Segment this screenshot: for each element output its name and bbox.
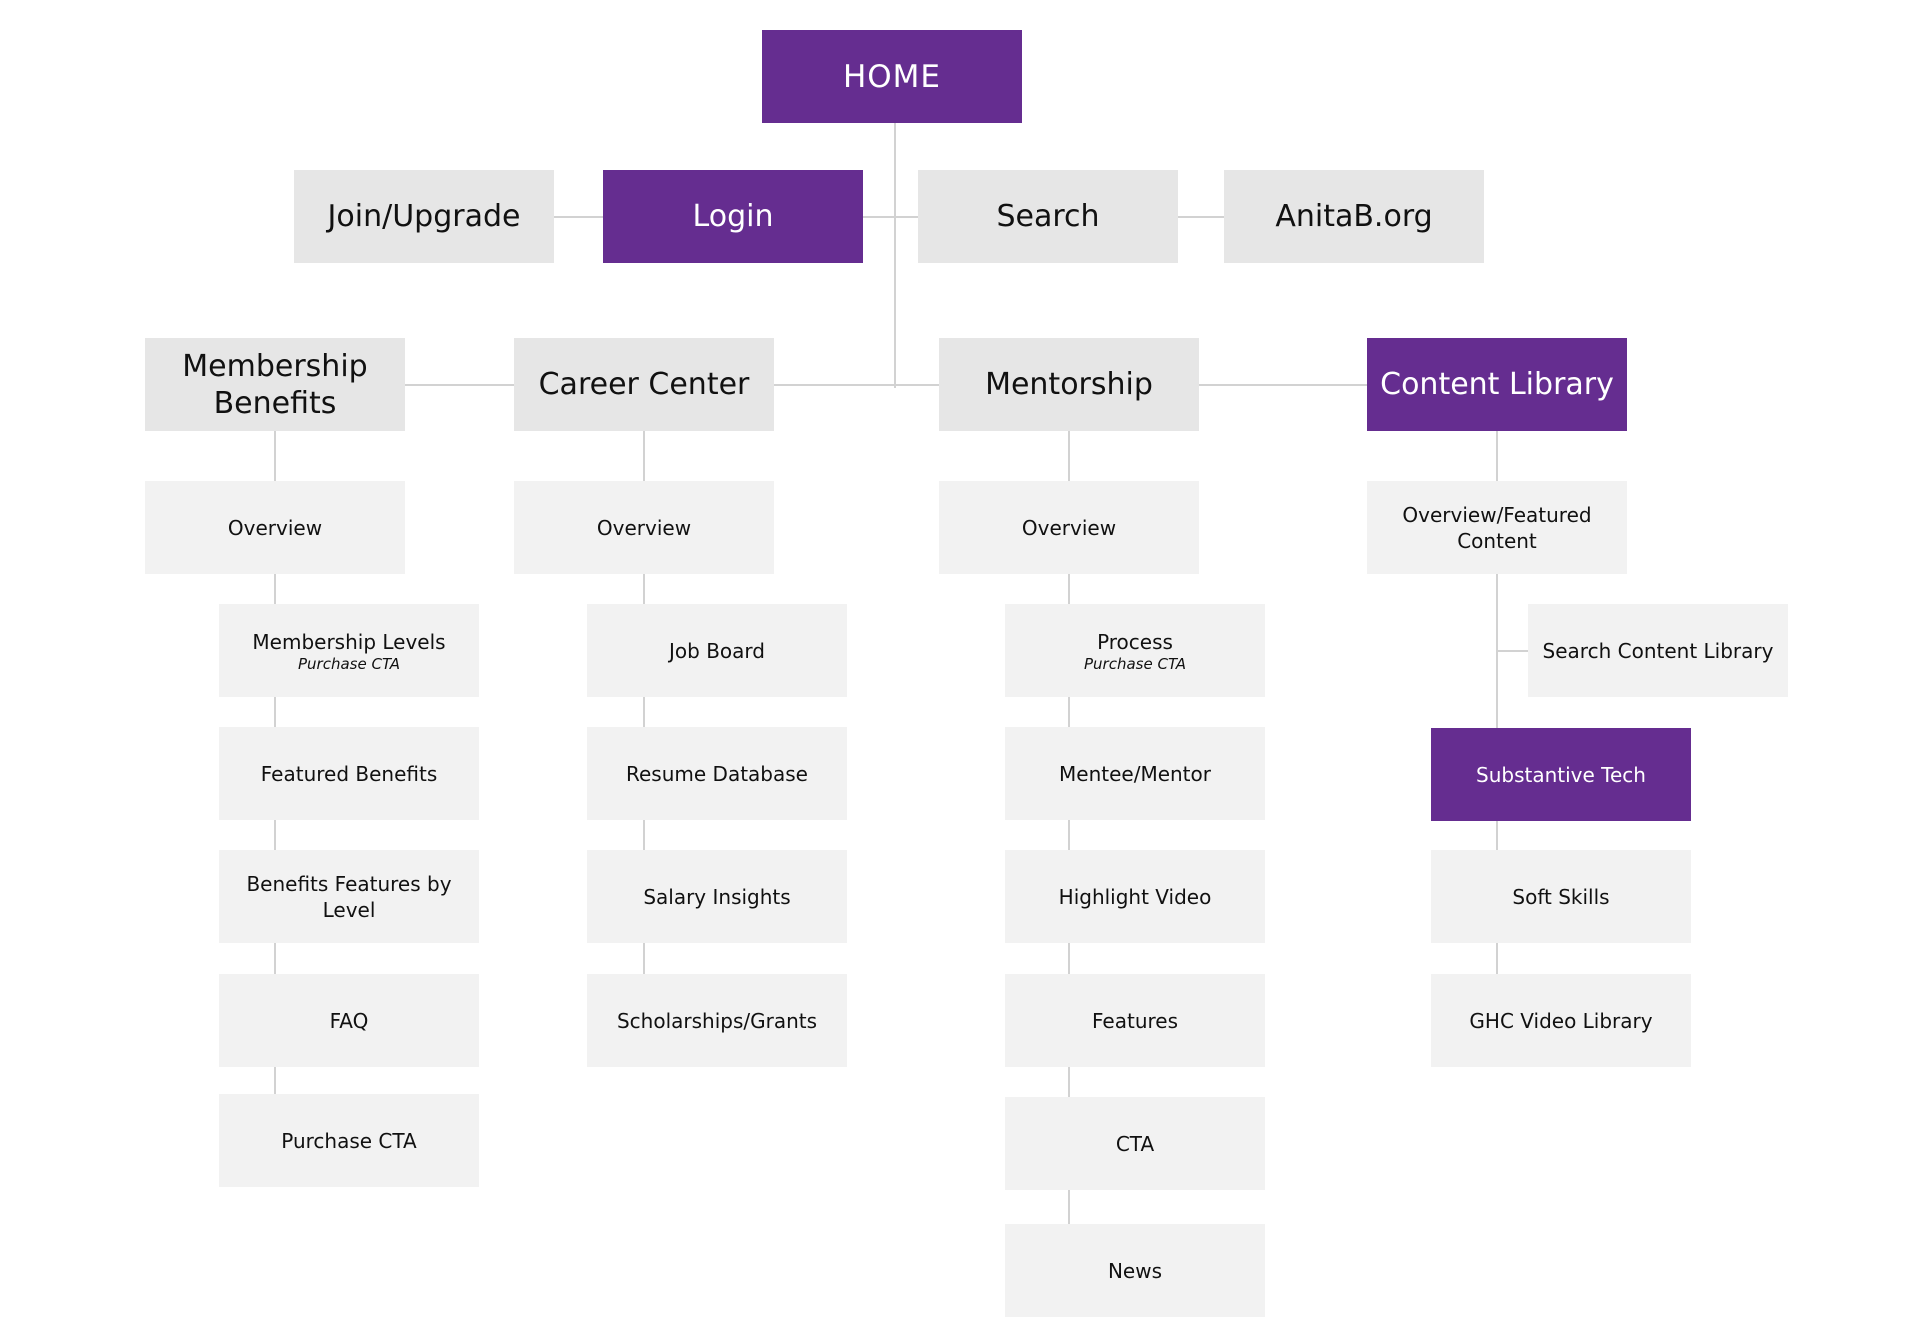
membership-levels-sublabel: Purchase CTA: [298, 654, 400, 673]
membership-levels-label: Membership Levels: [252, 629, 446, 654]
home-node[interactable]: HOME: [762, 30, 1022, 123]
membership-benefits-label-line2: Benefits: [213, 385, 337, 421]
process-label: Process: [1097, 629, 1173, 654]
substantive-tech-node[interactable]: Substantive Tech: [1431, 728, 1691, 821]
career-overview-node[interactable]: Overview: [514, 481, 774, 574]
process-node[interactable]: Process Purchase CTA: [1005, 604, 1265, 697]
soft-skills-node[interactable]: Soft Skills: [1431, 850, 1691, 943]
membership-overview-node[interactable]: Overview: [145, 481, 405, 574]
content-library-node[interactable]: Content Library: [1367, 338, 1627, 431]
login-node[interactable]: Login: [603, 170, 863, 263]
connector-section-row: [405, 384, 1367, 386]
mentorship-node[interactable]: Mentorship: [939, 338, 1199, 431]
membership-purchase-cta-label: Purchase CTA: [281, 1128, 417, 1153]
benefits-features-label-line1: Benefits Features by: [246, 871, 452, 896]
mentee-mentor-label: Mentee/Mentor: [1059, 761, 1211, 786]
substantive-tech-label: Substantive Tech: [1476, 762, 1646, 787]
career-center-node[interactable]: Career Center: [514, 338, 774, 431]
membership-benefits-node[interactable]: Membership Benefits: [145, 338, 405, 431]
anitab-org-node[interactable]: AnitaB.org: [1224, 170, 1484, 263]
search-label: Search: [996, 199, 1100, 234]
featured-benefits-label: Featured Benefits: [260, 761, 438, 786]
content-library-label: Content Library: [1380, 367, 1614, 402]
soft-skills-label: Soft Skills: [1512, 884, 1610, 909]
connector-main-vertical: [894, 123, 896, 388]
connector-content-search: [1496, 650, 1528, 652]
membership-benefits-label-line1: Membership: [182, 348, 368, 384]
content-overview-label-line2: Content: [1457, 528, 1537, 553]
content-overview-featured-node[interactable]: Overview/Featured Content: [1367, 481, 1627, 574]
home-label: HOME: [842, 58, 942, 95]
join-upgrade-node[interactable]: Join/Upgrade: [294, 170, 554, 263]
join-upgrade-label: Join/Upgrade: [327, 199, 521, 234]
mentorship-overview-label: Overview: [1021, 515, 1117, 540]
login-label: Login: [692, 199, 774, 234]
membership-levels-node[interactable]: Membership Levels Purchase CTA: [219, 604, 479, 697]
salary-insights-label: Salary Insights: [643, 884, 791, 909]
career-center-label: Career Center: [538, 367, 750, 402]
faq-node[interactable]: FAQ: [219, 974, 479, 1067]
content-overview-label-line1: Overview/Featured: [1402, 502, 1592, 527]
connector-career-vertical: [643, 431, 645, 974]
job-board-label: Job Board: [669, 638, 765, 663]
resume-database-node[interactable]: Resume Database: [587, 727, 847, 820]
faq-label: FAQ: [329, 1008, 369, 1033]
news-label: News: [1107, 1258, 1163, 1283]
connector-mentorship-vertical: [1068, 431, 1070, 1228]
membership-purchase-cta-node[interactable]: Purchase CTA: [219, 1094, 479, 1187]
scholarships-grants-label: Scholarships/Grants: [616, 1008, 818, 1033]
process-sublabel: Purchase CTA: [1084, 654, 1186, 673]
anitab-org-label: AnitaB.org: [1275, 199, 1433, 234]
mentee-mentor-node[interactable]: Mentee/Mentor: [1005, 727, 1265, 820]
features-label: Features: [1092, 1008, 1178, 1033]
connector-content-vertical: [1496, 431, 1498, 976]
news-node[interactable]: News: [1005, 1224, 1265, 1317]
features-node[interactable]: Features: [1005, 974, 1265, 1067]
search-node[interactable]: Search: [918, 170, 1178, 263]
mentorship-label: Mentorship: [985, 367, 1153, 402]
featured-benefits-node[interactable]: Featured Benefits: [219, 727, 479, 820]
search-content-library-node[interactable]: Search Content Library: [1528, 604, 1788, 697]
membership-overview-label: Overview: [227, 515, 323, 540]
cta-label: CTA: [1115, 1131, 1155, 1156]
mentorship-overview-node[interactable]: Overview: [939, 481, 1199, 574]
salary-insights-node[interactable]: Salary Insights: [587, 850, 847, 943]
connector-top-row: [554, 216, 1224, 218]
cta-node[interactable]: CTA: [1005, 1097, 1265, 1190]
benefits-features-by-level-node[interactable]: Benefits Features by Level: [219, 850, 479, 943]
scholarships-grants-node[interactable]: Scholarships/Grants: [587, 974, 847, 1067]
ghc-video-library-label: GHC Video Library: [1469, 1008, 1653, 1033]
search-content-library-label: Search Content Library: [1542, 638, 1774, 663]
highlight-video-node[interactable]: Highlight Video: [1005, 850, 1265, 943]
career-overview-label: Overview: [596, 515, 692, 540]
resume-database-label: Resume Database: [626, 761, 808, 786]
ghc-video-library-node[interactable]: GHC Video Library: [1431, 974, 1691, 1067]
benefits-features-label-line2: Level: [322, 897, 376, 922]
highlight-video-label: Highlight Video: [1058, 884, 1212, 909]
job-board-node[interactable]: Job Board: [587, 604, 847, 697]
